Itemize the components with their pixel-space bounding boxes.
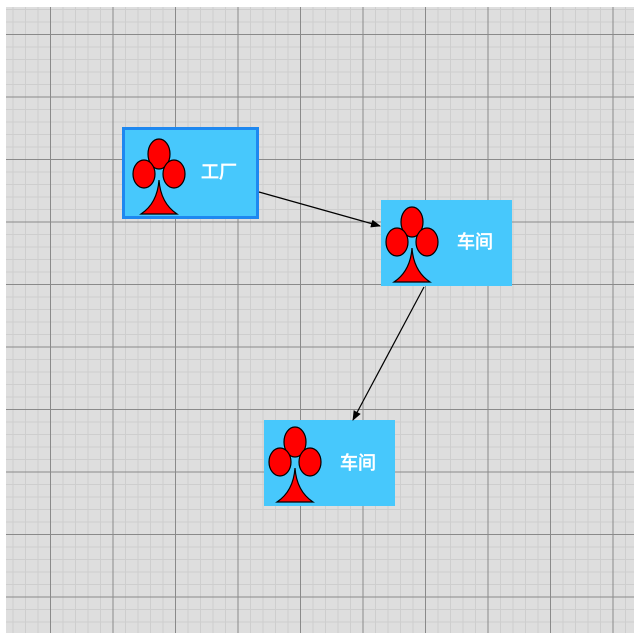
node-factory[interactable]: 工厂 xyxy=(122,127,259,219)
club-icon xyxy=(132,138,186,215)
node-workshop-2[interactable]: 车间 xyxy=(264,420,395,506)
diagram-canvas[interactable] xyxy=(6,7,634,633)
node-label: 车间 xyxy=(457,232,493,253)
node-label: 工厂 xyxy=(201,162,237,183)
club-icon xyxy=(268,426,322,503)
node-workshop-1[interactable]: 车间 xyxy=(381,200,512,286)
club-icon xyxy=(385,206,439,283)
node-label: 车间 xyxy=(340,453,376,474)
